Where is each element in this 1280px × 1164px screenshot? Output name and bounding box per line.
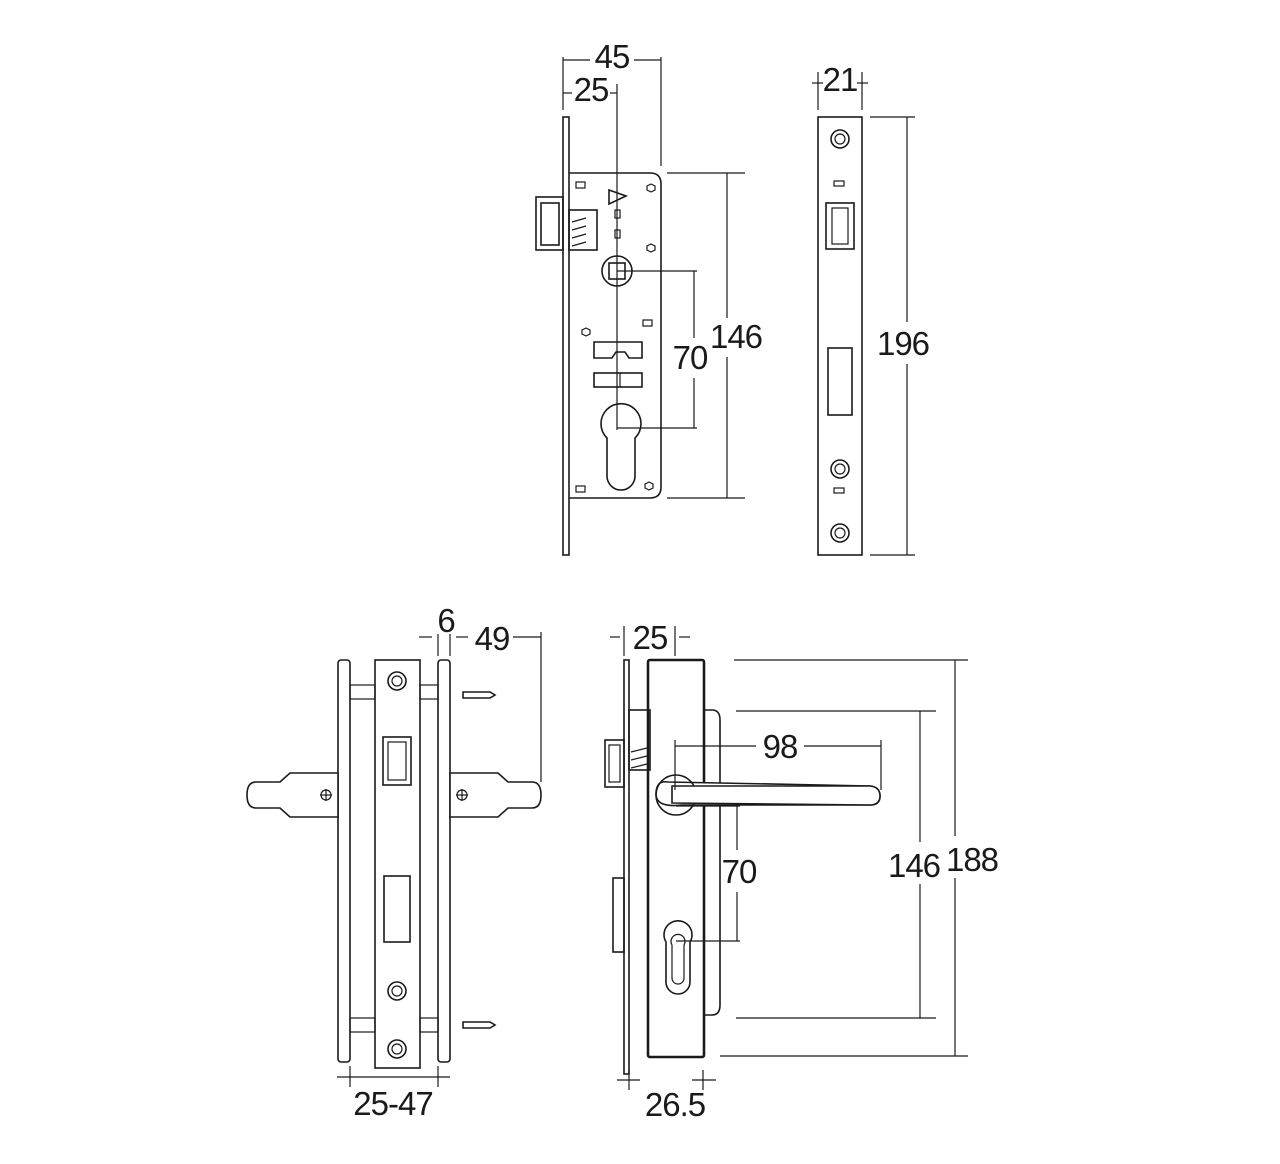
dim-top-front-backset: 25	[574, 71, 609, 108]
assembly-section-view: 6 49 25-47	[246, 602, 542, 1122]
dim-side-plate-width: 26.5	[645, 1086, 705, 1123]
dim-top-front-width: 45	[595, 38, 630, 75]
dim-side-handle-length: 98	[763, 728, 798, 765]
dim-side-backset: 25	[633, 619, 668, 656]
dim-side-inner-height: 146	[888, 847, 940, 884]
dim-bottom-left-projection: 49	[475, 620, 510, 657]
lock-body-front-view: 45 25 70 146	[535, 38, 763, 556]
dim-bottom-left-gap: 6	[437, 602, 454, 639]
side-view-with-handle: 25 98 70 146 188 26.5	[604, 619, 999, 1123]
dim-side-centers: 70	[722, 853, 757, 890]
dim-side-outer-height: 188	[946, 841, 998, 878]
dim-bottom-left-door-thickness: 25-47	[353, 1085, 432, 1122]
dim-top-front-centers: 70	[673, 339, 708, 376]
dim-faceplate-height: 196	[877, 325, 929, 362]
faceplate-view: 21 196	[812, 61, 930, 556]
dim-faceplate-width: 21	[823, 61, 858, 98]
dim-top-front-height: 146	[710, 318, 762, 355]
